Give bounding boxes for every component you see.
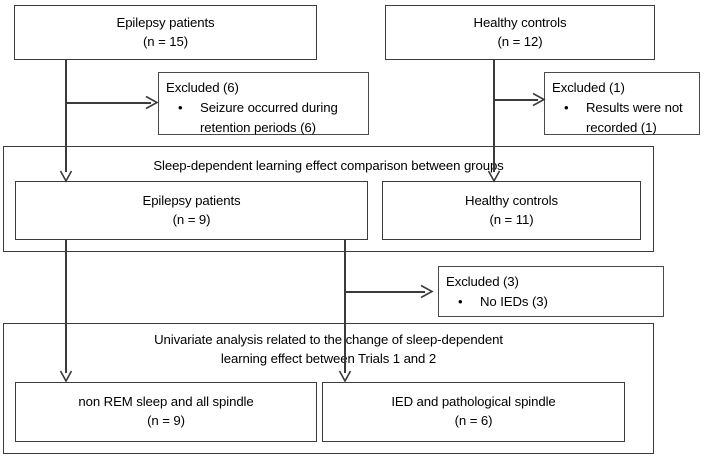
excluded-1-bullet-item: • Results were not recorded (1) — [552, 98, 699, 138]
arrowhead-healthy-top-down — [487, 170, 501, 183]
node-label-line1: Epilepsy patients — [142, 192, 241, 208]
node-healthy-controls-mid: Healthy controls (n = 11) — [382, 181, 641, 240]
node-label-line2: (n = 6) — [454, 413, 493, 428]
node-epilepsy-patients-mid: Epilepsy patients (n = 9) — [15, 181, 368, 240]
node-label-line2: (n = 15) — [142, 33, 188, 49]
node-excluded-3: Excluded (3) • No IEDs (3) — [438, 266, 664, 317]
node-label-line2: (n = 11) — [489, 211, 534, 227]
arrowhead-excluded-1 — [532, 92, 546, 107]
node-label-line1: non REM sleep and all spindle — [78, 394, 254, 410]
connector-healthy-top-vertical — [493, 60, 495, 172]
connector-excluded-6-horizontal — [66, 102, 151, 104]
arrowhead-non-rem-box — [59, 370, 73, 383]
node-label-line1: IED and pathological spindle — [391, 394, 556, 410]
node-label-line2: (n = 9) — [172, 211, 211, 227]
connector-excluded-3-horizontal — [345, 291, 425, 293]
connector-epilepsy-top-vertical — [65, 60, 67, 172]
group-comparison-title-line1: Sleep-dependent learning effect comparis… — [153, 158, 504, 173]
node-label-line2: (n = 9) — [147, 413, 185, 428]
node-excluded-1: Excluded (1) • Results were not recorded … — [544, 72, 700, 135]
arrowhead-excluded-6 — [145, 95, 159, 110]
connector-epilepsy-mid-right-vertical — [344, 240, 346, 373]
excluded-3-bullet-item: • No IEDs (3) — [446, 292, 663, 312]
connector-excluded-1-horizontal — [494, 99, 538, 101]
arrowhead-excluded-3 — [420, 284, 434, 299]
bullet-point-icon: • — [178, 99, 183, 115]
excluded-3-heading: Excluded (3) — [446, 274, 519, 289]
excluded-3-item-text: No IEDs (3) — [480, 293, 548, 309]
excluded-6-bullet-item: • Seizure occurred during retention perio… — [166, 98, 368, 138]
node-label-line1: Healthy controls — [473, 14, 567, 30]
node-epilepsy-patients-top: Epilepsy patients (n = 15) — [14, 5, 317, 60]
node-excluded-6: Excluded (6) • Seizure occurred during re… — [158, 72, 369, 135]
univariate-title-line2: learning effect between Trials 1 and 2 — [220, 350, 437, 366]
node-label-line1: Healthy controls — [465, 192, 558, 208]
arrowhead-ied-box — [338, 370, 352, 383]
excluded-6-heading: Excluded (6) — [166, 80, 239, 95]
group-comparison-title: Sleep-dependent learning effect comparis… — [3, 157, 654, 176]
bullet-point-icon: • — [564, 99, 569, 115]
excluded-1-heading: Excluded (1) — [552, 80, 625, 95]
arrowhead-epilepsy-top-down — [59, 170, 73, 183]
univariate-title-line1: Univariate analysis related to the chang… — [154, 332, 503, 347]
node-ied-and-pathological-spindle: IED and pathological spindle (n = 6) — [322, 382, 625, 442]
node-non-rem-sleep-and-all-spindle: non REM sleep and all spindle (n = 9) — [15, 382, 317, 442]
node-label-line1: Epilepsy patients — [116, 14, 215, 30]
connector-epilepsy-mid-left-vertical — [65, 240, 67, 373]
excluded-6-item-text: Seizure occurred during retention period… — [200, 99, 338, 135]
node-healthy-controls-top: Healthy controls (n = 12) — [385, 5, 655, 60]
node-label-line2: (n = 12) — [497, 33, 543, 49]
univariate-analysis-title: Univariate analysis related to the chang… — [3, 331, 654, 368]
excluded-1-item-text: Results were not recorded (1) — [586, 99, 683, 135]
bullet-point-icon: • — [458, 293, 463, 309]
